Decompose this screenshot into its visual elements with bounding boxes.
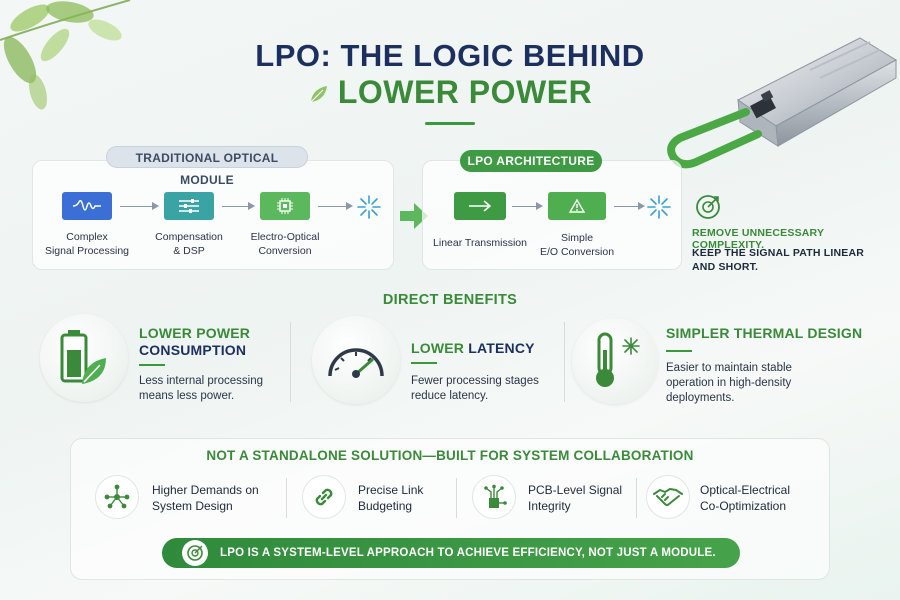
- collab-co-optimization-text: Optical-Electrical Co-Optimization: [700, 483, 791, 513]
- collab-co-optimization-icon-wrap: [646, 475, 690, 519]
- electro-optical-block: [260, 192, 310, 220]
- arrow-right-icon: [469, 200, 492, 212]
- electro-optical-label: Electro-Optical Conversion: [250, 231, 320, 257]
- benefit-power-title: LOWER POWER CONSUMPTION: [139, 325, 251, 358]
- collab-system-design-icon-wrap: [95, 475, 139, 519]
- benefit-thermal-title: SIMPLER THERMAL DESIGN: [666, 325, 863, 341]
- page-title-line-2-text: LOWER POWER: [337, 74, 593, 110]
- light-burst-icon: [357, 195, 381, 219]
- network-nodes-icon: [104, 484, 130, 509]
- benefit-power-desc: Less internal processing means less powe…: [139, 375, 264, 402]
- benefit-power-circle: [40, 314, 128, 402]
- benefit-power-rule: [139, 364, 165, 366]
- circuit-icon: [484, 484, 507, 508]
- collab-divider: [636, 478, 637, 518]
- conclusion-banner: LPO IS A SYSTEM-LEVEL APPROACH TO ACHIEV…: [162, 538, 740, 568]
- collab-pcb-integrity-text: PCB-Level Signal Integrity: [528, 483, 623, 513]
- flow-arrow-3: [318, 206, 346, 207]
- linear-transmission-block: [454, 192, 506, 220]
- benefit-latency-desc: Fewer processing stages reduce latency.: [411, 375, 539, 402]
- collab-divider: [286, 478, 287, 518]
- conclusion-banner-text: LPO IS A SYSTEM-LEVEL APPROACH TO ACHIEV…: [220, 547, 716, 559]
- handshake-icon: [653, 488, 683, 506]
- waveform-icon: [72, 199, 101, 211]
- collab-link-budget-text: Precise Link Budgeting: [358, 483, 424, 513]
- benefit-divider: [290, 322, 291, 402]
- thermometer-icon: [596, 332, 640, 387]
- target-icon: [187, 545, 203, 561]
- collaboration-title: NOT A STANDALONE SOLUTION—BUILT FOR SYST…: [206, 448, 694, 463]
- light-burst-icon: [647, 195, 671, 219]
- warning-icon: [568, 198, 586, 213]
- leaf-icon: [310, 86, 327, 103]
- flow-arrow-4: [512, 206, 536, 207]
- side-note-headline: REMOVE UNNECESSARY COMPLEXITY.: [692, 227, 824, 251]
- arrow-head-icon: [248, 202, 255, 210]
- arrow-head-icon: [346, 202, 353, 210]
- flow-arrow-2: [222, 206, 248, 207]
- benefit-thermal-desc: Easier to maintain stable operation in h…: [666, 362, 792, 404]
- compensation-dsp-label: Compensation & DSP: [155, 231, 223, 257]
- linear-transmission-label: Linear Transmission: [433, 237, 527, 249]
- collab-link-budget-icon-wrap: [302, 475, 346, 519]
- collab-divider: [456, 478, 457, 518]
- simple-eo-conversion-block: [548, 192, 606, 220]
- compensation-dsp-block: [164, 192, 214, 220]
- traditional-module-pill: TRADITIONAL OPTICAL MODULE: [106, 146, 308, 187]
- collab-system-design-text: Higher Demands on System Design: [152, 483, 259, 513]
- lpo-architecture-pill: LPO ARCHITECTURE: [460, 150, 602, 172]
- transition-arrow-icon: [400, 203, 428, 229]
- link-icon: [315, 488, 333, 506]
- benefit-thermal-rule: [666, 350, 692, 352]
- leaves-decoration-icon: [0, 0, 131, 110]
- simple-eo-conversion-label: Simple E/O Conversion: [539, 232, 615, 258]
- benefit-latency-rule: [411, 362, 437, 364]
- benefit-divider: [564, 322, 565, 402]
- page-title-line-1: LPO: THE LOGIC BEHIND: [255, 38, 645, 73]
- side-note-body: KEEP THE SIGNAL PATH LINEAR AND SHORT.: [692, 247, 865, 273]
- sliders-icon: [179, 199, 199, 213]
- target-icon: [696, 195, 720, 219]
- arrow-head-icon: [536, 202, 543, 210]
- flow-arrow-5: [614, 206, 638, 207]
- gauge-icon: [328, 348, 384, 378]
- collab-pcb-integrity-icon-wrap: [472, 475, 516, 519]
- benefit-latency-title: LOWER LATENCY: [411, 340, 535, 356]
- benefit-latency-circle: [312, 316, 400, 404]
- battery-leaf-icon: [60, 330, 106, 384]
- flow-arrow-1: [120, 206, 152, 207]
- banner-target-icon-wrap: [182, 540, 208, 566]
- direct-benefits-title: DIRECT BENEFITS: [382, 292, 518, 308]
- chip-icon: [277, 198, 293, 214]
- arrow-head-icon: [638, 202, 645, 210]
- benefit-thermal-circle: [572, 318, 658, 404]
- arrow-head-icon: [152, 202, 159, 210]
- title-underline: [425, 122, 475, 125]
- page-title-line-2: LOWER POWER: [0, 74, 900, 111]
- signal-processing-block: [62, 192, 112, 220]
- optical-transceiver-icon: [667, 37, 897, 169]
- signal-processing-label: Complex Signal Processing: [44, 231, 130, 257]
